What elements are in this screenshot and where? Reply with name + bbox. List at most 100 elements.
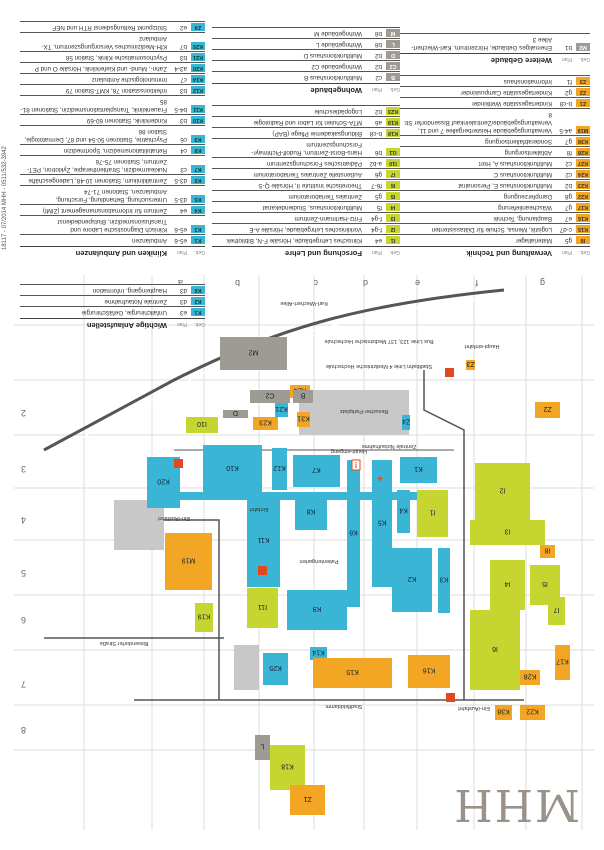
building-z3[interactable] bbox=[466, 360, 475, 370]
building-l[interactable] bbox=[255, 735, 270, 760]
building-i7[interactable] bbox=[548, 597, 565, 625]
building-k16[interactable] bbox=[408, 655, 450, 688]
building-k1[interactable] bbox=[400, 457, 437, 483]
building-k28[interactable] bbox=[520, 670, 540, 685]
building-m2[interactable] bbox=[220, 337, 287, 370]
building-i8[interactable] bbox=[540, 545, 555, 558]
building-z2[interactable] bbox=[535, 402, 560, 418]
building-k15[interactable] bbox=[313, 658, 392, 688]
building-k2[interactable] bbox=[392, 548, 432, 612]
street-label-einfahrt1: Ein-/Ausfahrt bbox=[158, 515, 190, 521]
building-description: Verwaltungsgebäude Heisterbergallee 7 un… bbox=[403, 111, 552, 134]
building-b[interactable] bbox=[293, 390, 313, 403]
building-i11[interactable] bbox=[247, 588, 278, 628]
building-k12[interactable] bbox=[272, 448, 287, 490]
building-d[interactable] bbox=[223, 410, 248, 418]
building-badge: K28 bbox=[576, 148, 590, 156]
building-m19[interactable] bbox=[165, 533, 212, 590]
building-k38[interactable] bbox=[495, 705, 512, 720]
building-k17[interactable] bbox=[555, 645, 570, 680]
building-k21[interactable] bbox=[275, 403, 288, 417]
building-k9[interactable] bbox=[287, 590, 347, 630]
building-k25[interactable] bbox=[263, 653, 288, 685]
building-k14[interactable] bbox=[310, 647, 327, 660]
building-i6[interactable] bbox=[470, 610, 520, 690]
building-k10[interactable] bbox=[203, 445, 262, 493]
building-k22[interactable] bbox=[520, 705, 545, 720]
building-k7[interactable] bbox=[293, 455, 340, 487]
building-k23[interactable] bbox=[253, 417, 278, 430]
building-i3[interactable] bbox=[470, 520, 545, 545]
building-k4[interactable] bbox=[397, 490, 410, 533]
street-label-haupteingang: Haupt-eingang bbox=[331, 448, 367, 454]
building-k6[interactable] bbox=[347, 460, 360, 607]
building-z4[interactable] bbox=[402, 415, 410, 430]
building-i2[interactable] bbox=[475, 463, 530, 520]
building-i1[interactable] bbox=[417, 490, 448, 537]
building-z1[interactable] bbox=[290, 785, 325, 815]
building-k8[interactable] bbox=[295, 495, 327, 530]
building-c2[interactable] bbox=[250, 390, 290, 403]
building-i4[interactable] bbox=[490, 560, 525, 610]
building-i10[interactable] bbox=[186, 417, 218, 433]
building-k18[interactable] bbox=[270, 745, 305, 790]
road-karl-wiechert-allee bbox=[43, 288, 505, 452]
building-k19[interactable] bbox=[195, 603, 213, 632]
building-k31[interactable] bbox=[297, 412, 310, 427]
building-k3[interactable] bbox=[438, 548, 450, 613]
building-k5[interactable] bbox=[372, 460, 392, 587]
